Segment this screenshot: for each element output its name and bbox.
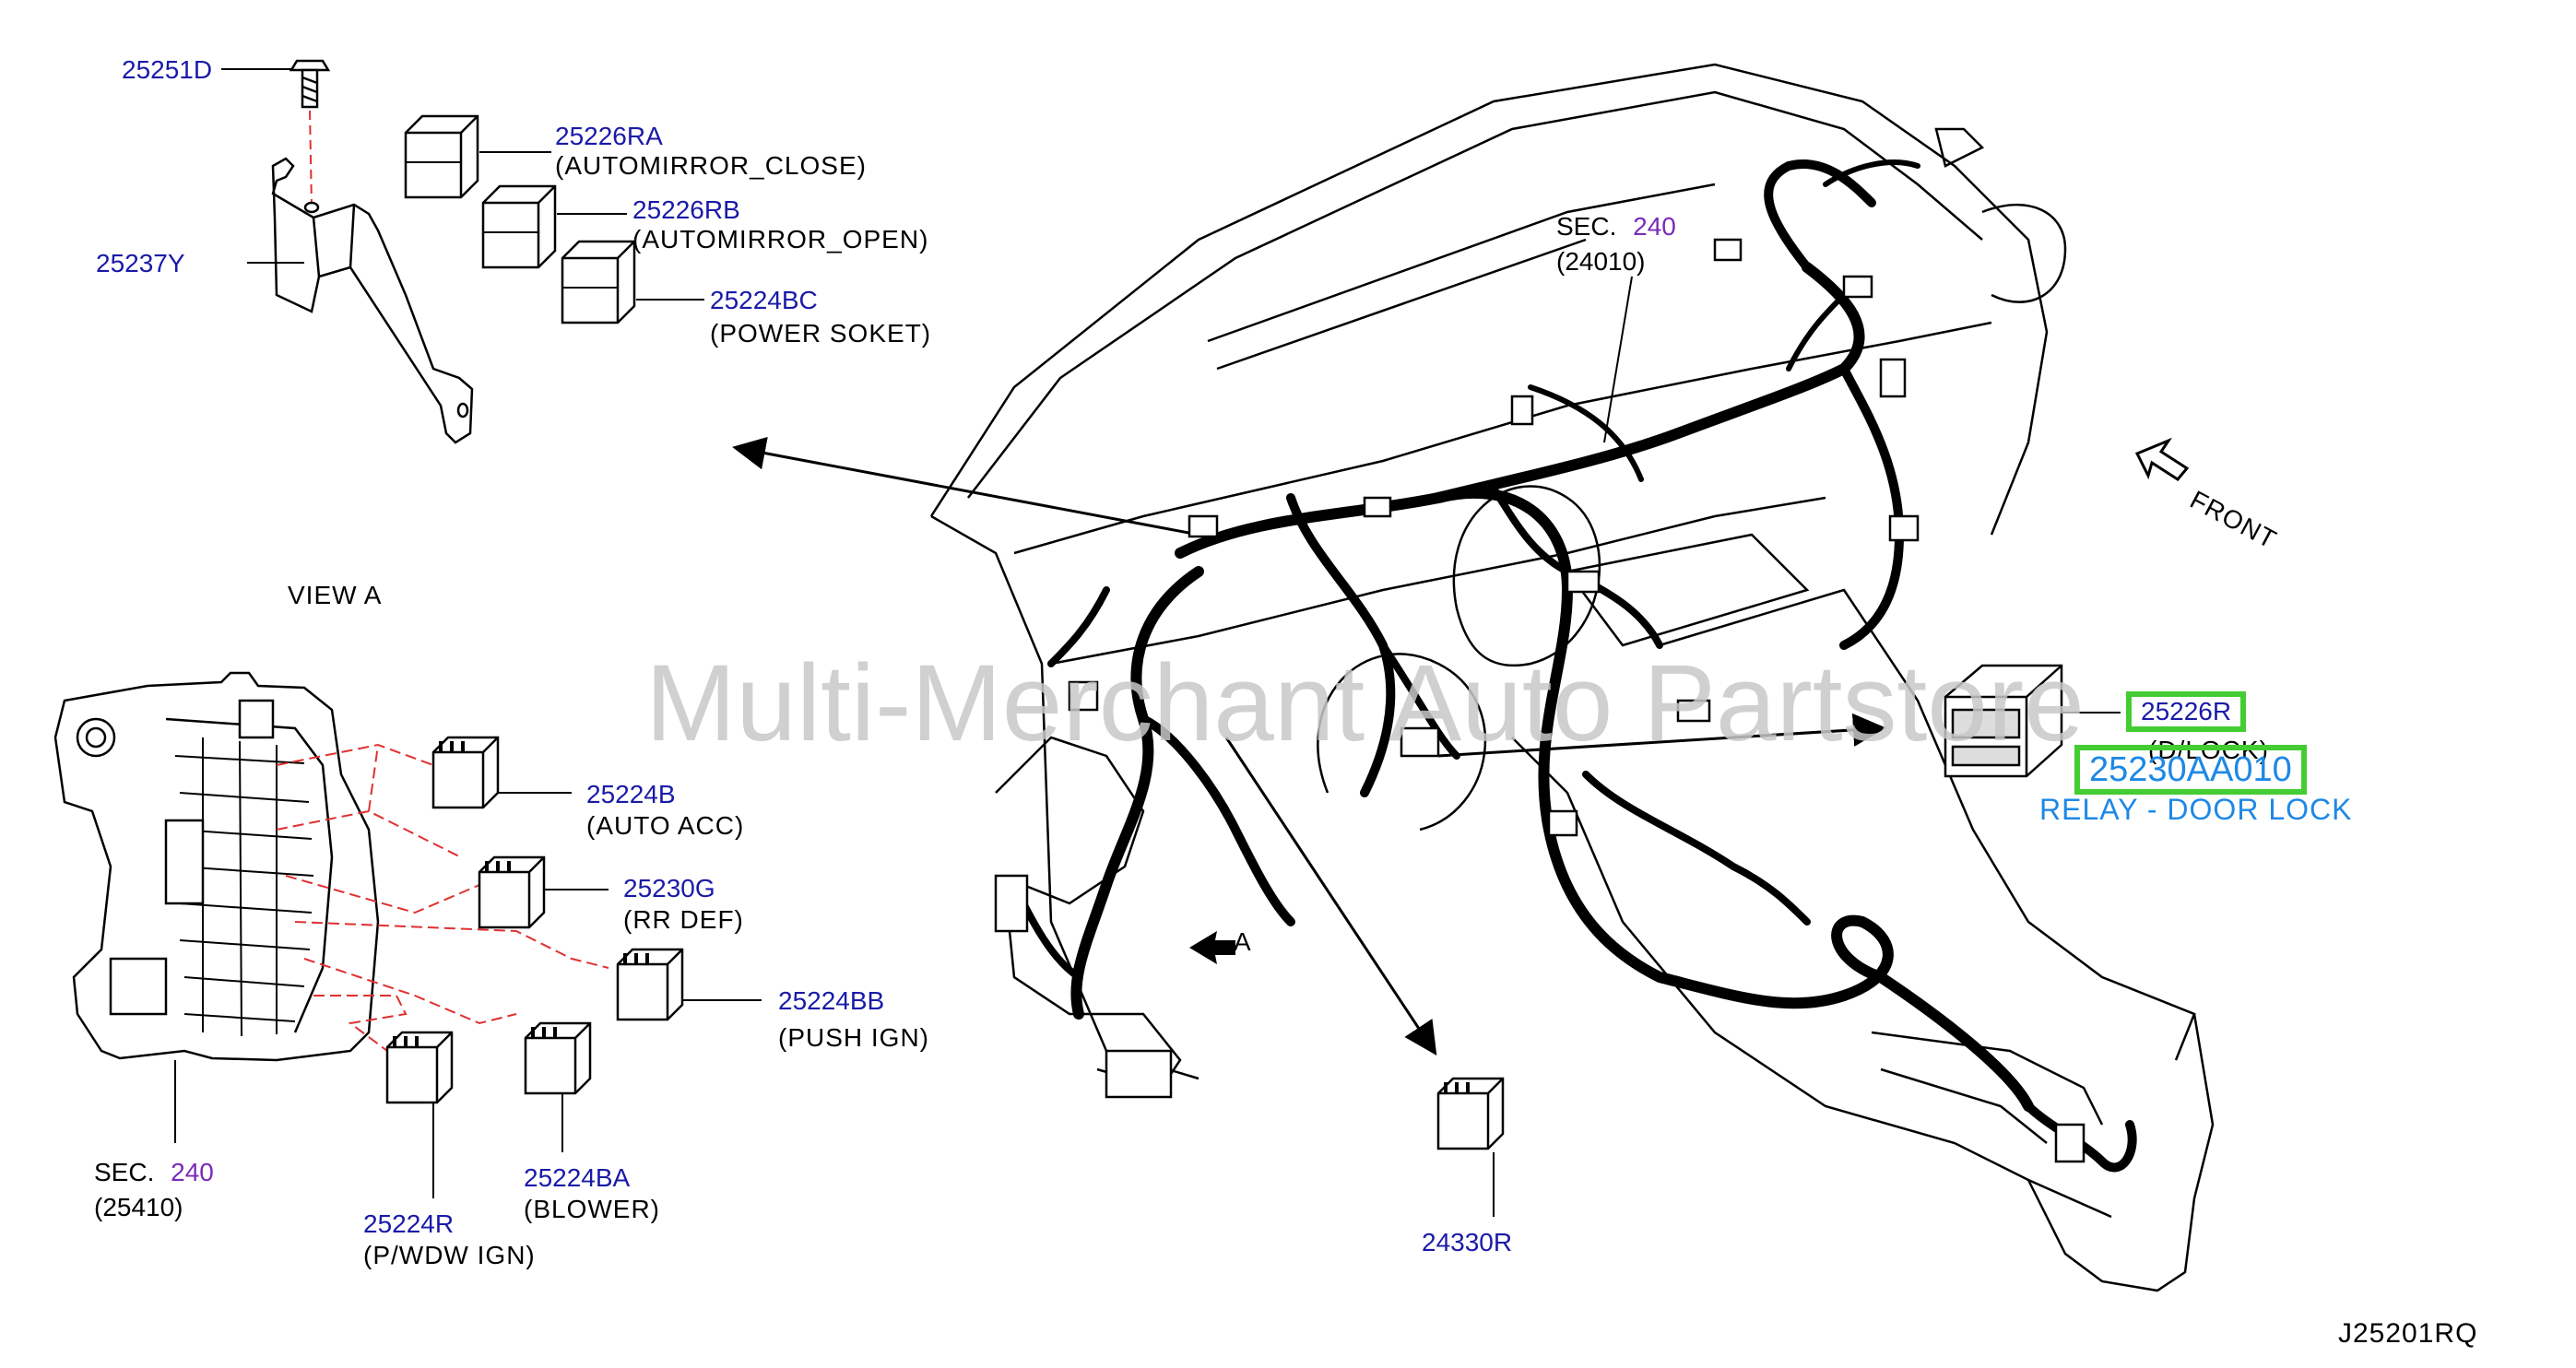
part-desc-25226RA: (AUTOMIRROR_CLOSE) bbox=[555, 151, 867, 180]
fuse-block bbox=[53, 671, 380, 1062]
part-number-25224BA[interactable]: 25224BA bbox=[524, 1163, 631, 1192]
part-number-25224BC[interactable]: 25224BC bbox=[710, 286, 818, 314]
relay-25224BB bbox=[616, 948, 684, 1021]
watermark: Multi-Merchant Auto Partstore bbox=[645, 643, 2085, 764]
view-a-marker: A bbox=[1234, 927, 1252, 956]
connectors bbox=[994, 238, 2086, 1163]
part-number-25226RB[interactable]: 25226RB bbox=[632, 195, 740, 224]
highlight-part-name: RELAY - DOOR LOCK bbox=[2039, 793, 2353, 826]
part-number-25226R[interactable]: 25226R bbox=[2126, 691, 2247, 732]
relay-25230G bbox=[478, 855, 546, 929]
part-number-25251D[interactable]: 25251D bbox=[122, 55, 213, 84]
part-desc-25224BC: (POWER SOKET) bbox=[710, 319, 932, 348]
section-sub-24010: (24010) bbox=[1556, 247, 1646, 276]
relay-24330R bbox=[1436, 1077, 1505, 1150]
section-prefix: SEC. bbox=[94, 1158, 155, 1186]
part-desc-25224BA: (BLOWER) bbox=[524, 1195, 660, 1223]
part-number-25237Y[interactable]: 25237Y bbox=[96, 249, 185, 277]
part-number-25230G[interactable]: 25230G bbox=[623, 874, 715, 902]
section-ref-24010[interactable]: SEC. 240 bbox=[1556, 214, 1676, 240]
relay-25224BA bbox=[524, 1021, 592, 1095]
relay-25224BC bbox=[561, 240, 636, 324]
view-a-label: VIEW A bbox=[288, 581, 383, 609]
dashboard-outline bbox=[929, 63, 2215, 1292]
part-number-25224B[interactable]: 25224B bbox=[586, 780, 676, 808]
section-sub-25410: (25410) bbox=[94, 1193, 183, 1221]
part-number-25224BB[interactable]: 25224BB bbox=[778, 986, 885, 1015]
section-number: 240 bbox=[1633, 212, 1676, 241]
relay-25224B bbox=[431, 736, 500, 809]
relay-25226RA bbox=[404, 114, 479, 199]
part-desc-25226RB: (AUTOMIRROR_OPEN) bbox=[632, 225, 929, 254]
relay-25224R bbox=[385, 1031, 454, 1104]
wire-harness bbox=[1010, 159, 2137, 1173]
diagram-code: J25201RQ bbox=[2338, 1318, 2478, 1349]
part-desc-25224B: (AUTO ACC) bbox=[586, 811, 745, 840]
view-a-arrow-icon bbox=[1189, 931, 1235, 964]
part-desc-25230G: (RR DEF) bbox=[623, 905, 744, 934]
dashed-leaders bbox=[276, 743, 609, 1052]
part-desc-25224BB: (PUSH IGN) bbox=[778, 1023, 929, 1052]
part-desc-25224R: (P/WDW IGN) bbox=[363, 1241, 536, 1269]
part-number-25224R[interactable]: 25224R bbox=[363, 1209, 455, 1238]
section-ref-25410[interactable]: SEC. 240 bbox=[94, 1160, 214, 1185]
part-number-24330R[interactable]: 24330R bbox=[1422, 1228, 1513, 1256]
section-prefix: SEC. bbox=[1556, 212, 1617, 241]
bolt-25251D bbox=[289, 59, 331, 109]
relay-25226R bbox=[1944, 664, 2063, 778]
relay-25226RB bbox=[481, 184, 557, 269]
section-number: 240 bbox=[171, 1158, 214, 1186]
bracket-25237Y bbox=[271, 157, 474, 444]
front-arrow-icon bbox=[2134, 437, 2190, 481]
highlight-part-number[interactable]: 25230AA010 bbox=[2074, 745, 2307, 795]
part-number-25226RA[interactable]: 25226RA bbox=[555, 122, 663, 150]
